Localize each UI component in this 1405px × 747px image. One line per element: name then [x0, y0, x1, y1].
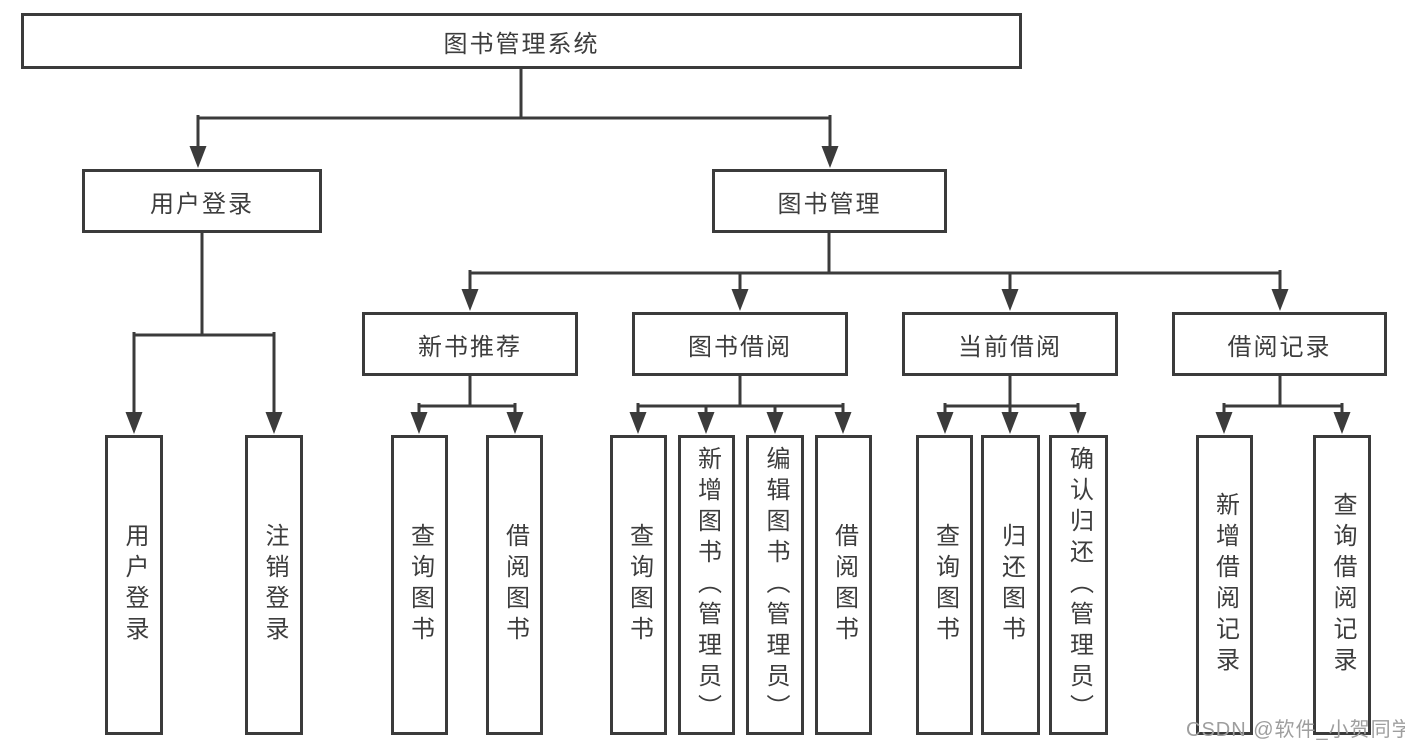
node-borrow-record-label: 借阅记录 — [1227, 333, 1332, 361]
leaf-borrow-book-borrow-label: 借阅图书 — [830, 523, 858, 647]
node-book-management-label: 图书管理 — [777, 190, 882, 218]
leaf-query-book-borrow: 查询图书 — [610, 435, 667, 735]
node-book-borrow: 图书借阅 — [632, 312, 848, 376]
leaf-confirm-return-admin-label: 确认归还（管理员） — [1065, 445, 1093, 725]
leaf-query-book-recommend-label: 查询图书 — [406, 523, 434, 647]
connector-borrow-record-children — [1215, 372, 1351, 434]
leaf-confirm-return-admin: 确认归还（管理员） — [1049, 435, 1108, 735]
node-borrow-record: 借阅记录 — [1172, 312, 1387, 376]
connector-new-book-children — [410, 372, 524, 434]
node-book-borrow-label: 图书借阅 — [688, 333, 792, 361]
leaf-logout: 注销登录 — [245, 435, 303, 735]
node-root-label: 图书管理系统 — [443, 30, 600, 58]
leaf-query-borrow-record-label: 查询借阅记录 — [1329, 492, 1356, 678]
leaf-borrow-book-borrow: 借阅图书 — [815, 435, 872, 735]
leaf-query-book-borrow-label: 查询图书 — [625, 523, 653, 647]
connector-book-borrow-children — [629, 372, 852, 434]
leaf-add-borrow-record: 新增借阅记录 — [1196, 435, 1253, 735]
node-new-book-recommend: 新书推荐 — [362, 312, 578, 376]
leaf-user-login-label: 用户登录 — [121, 523, 148, 647]
connector-book-mgmt-children — [461, 229, 1289, 311]
node-user-login-label: 用户登录 — [150, 190, 254, 218]
leaf-edit-book-admin-label: 编辑图书（管理员） — [762, 445, 789, 725]
leaf-edit-book-admin: 编辑图书（管理员） — [746, 435, 804, 735]
node-current-borrow-label: 当前借阅 — [958, 333, 1062, 361]
leaf-return-book-label: 归还图书 — [997, 523, 1025, 647]
node-new-book-recommend-label: 新书推荐 — [418, 333, 522, 361]
leaf-add-book-admin-label: 新增图书（管理员） — [693, 445, 721, 725]
leaf-borrow-book-recommend: 借阅图书 — [486, 435, 543, 735]
leaf-add-book-admin: 新增图书（管理员） — [678, 435, 735, 735]
leaf-user-login: 用户登录 — [105, 435, 163, 735]
node-book-management: 图书管理 — [712, 169, 947, 233]
node-current-borrow: 当前借阅 — [902, 312, 1118, 376]
node-user-login: 用户登录 — [82, 169, 322, 233]
leaf-query-book-current: 查询图书 — [916, 435, 973, 735]
node-root-system: 图书管理系统 — [21, 13, 1022, 69]
leaf-query-book-recommend: 查询图书 — [391, 435, 448, 735]
leaf-logout-label: 注销登录 — [261, 523, 288, 647]
leaf-return-book: 归还图书 — [981, 435, 1040, 735]
connector-current-borrow-children — [936, 372, 1087, 434]
leaf-add-borrow-record-label: 新增借阅记录 — [1211, 492, 1239, 678]
connector-root-to-level1 — [189, 65, 839, 168]
connector-user-login-children — [125, 229, 283, 434]
csdn-watermark: CSDN @软件_小贺同学 — [1186, 719, 1405, 741]
leaf-query-borrow-record: 查询借阅记录 — [1313, 435, 1371, 735]
leaf-borrow-book-recommend-label: 借阅图书 — [501, 523, 529, 647]
leaf-query-book-current-label: 查询图书 — [931, 523, 959, 647]
